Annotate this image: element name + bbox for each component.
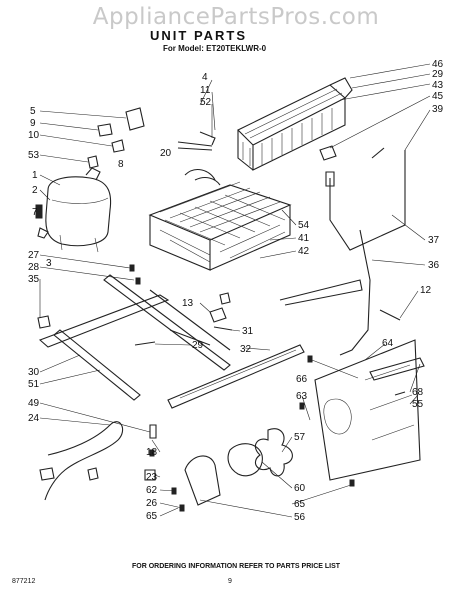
callout-4: 4 — [202, 72, 208, 83]
callout-37: 37 — [428, 235, 440, 246]
callout-60: 60 — [294, 483, 306, 494]
callout-55: 55 — [412, 399, 424, 410]
callout-56: 56 — [294, 512, 306, 523]
callout-49: 49 — [28, 398, 40, 409]
callout-20: 20 — [160, 148, 172, 159]
fan-motor — [184, 428, 293, 506]
leader-lines — [35, 63, 431, 518]
callout-28: 28 — [28, 262, 40, 273]
tubing — [279, 145, 406, 356]
callout-9: 9 — [30, 118, 36, 129]
callout-1: 1 — [32, 170, 38, 181]
callout-35: 35 — [28, 274, 40, 285]
callout-68: 68 — [412, 387, 424, 398]
callout-3: 3 — [46, 258, 52, 269]
callout-57: 57 — [294, 432, 306, 443]
callout-54: 54 — [298, 220, 310, 231]
callout-30: 30 — [28, 367, 40, 378]
callout-51: 51 — [28, 379, 40, 390]
model-line: For Model: ET20TEKLWR-0 — [163, 44, 267, 53]
callout-12: 12 — [420, 285, 432, 296]
callout-labels: 46 29 43 45 39 4 11 52 5 9 10 53 8 20 1 … — [28, 59, 444, 523]
relay-parts — [87, 107, 216, 169]
base-frame — [38, 274, 305, 409]
callout-26: 26 — [146, 498, 158, 509]
callout-32: 32 — [240, 344, 252, 355]
callout-65b: 65 — [294, 499, 306, 510]
callout-29: 29 — [432, 69, 444, 80]
callout-52: 52 — [200, 97, 212, 108]
callout-31: 31 — [242, 326, 254, 337]
callout-27: 27 — [28, 250, 40, 261]
wiring-harness — [39, 421, 157, 501]
callout-5: 5 — [30, 106, 36, 117]
callout-62: 62 — [146, 485, 158, 496]
callout-65: 65 — [146, 511, 158, 522]
callout-8: 8 — [118, 159, 124, 170]
callout-13: 13 — [182, 298, 194, 309]
document-code: 877212 — [12, 578, 36, 585]
callout-11: 11 — [200, 85, 211, 96]
callout-10: 10 — [28, 130, 40, 141]
callout-46: 46 — [432, 59, 444, 70]
diagram-title: UNIT PARTS — [150, 28, 248, 43]
callout-66: 66 — [296, 374, 308, 385]
callout-39: 39 — [432, 104, 444, 115]
footer-text: FOR ORDERING INFORMATION REFER TO PARTS … — [131, 563, 341, 570]
callout-24: 24 — [28, 413, 40, 424]
callout-63: 63 — [296, 391, 308, 402]
callout-42: 42 — [298, 246, 310, 257]
callout-7: 7 — [32, 207, 38, 218]
fan-bracket — [314, 339, 425, 481]
callout-18: 18 — [146, 447, 158, 458]
callout-64: 64 — [382, 338, 394, 349]
page-number: 9 — [228, 578, 232, 585]
evaporator-coil — [148, 169, 292, 271]
condenser-coil — [237, 77, 353, 171]
callout-41: 41 — [298, 233, 310, 244]
callout-53: 53 — [28, 150, 40, 161]
watermark: AppliancePartsPros.com — [92, 4, 380, 30]
compressor — [35, 167, 112, 253]
callout-29b: 29 — [192, 340, 204, 351]
callout-23: 23 — [146, 472, 158, 483]
callout-36: 36 — [428, 260, 440, 271]
callout-45: 45 — [432, 91, 444, 102]
screws — [37, 264, 355, 512]
callout-43: 43 — [432, 80, 444, 91]
callout-2: 2 — [32, 185, 38, 196]
